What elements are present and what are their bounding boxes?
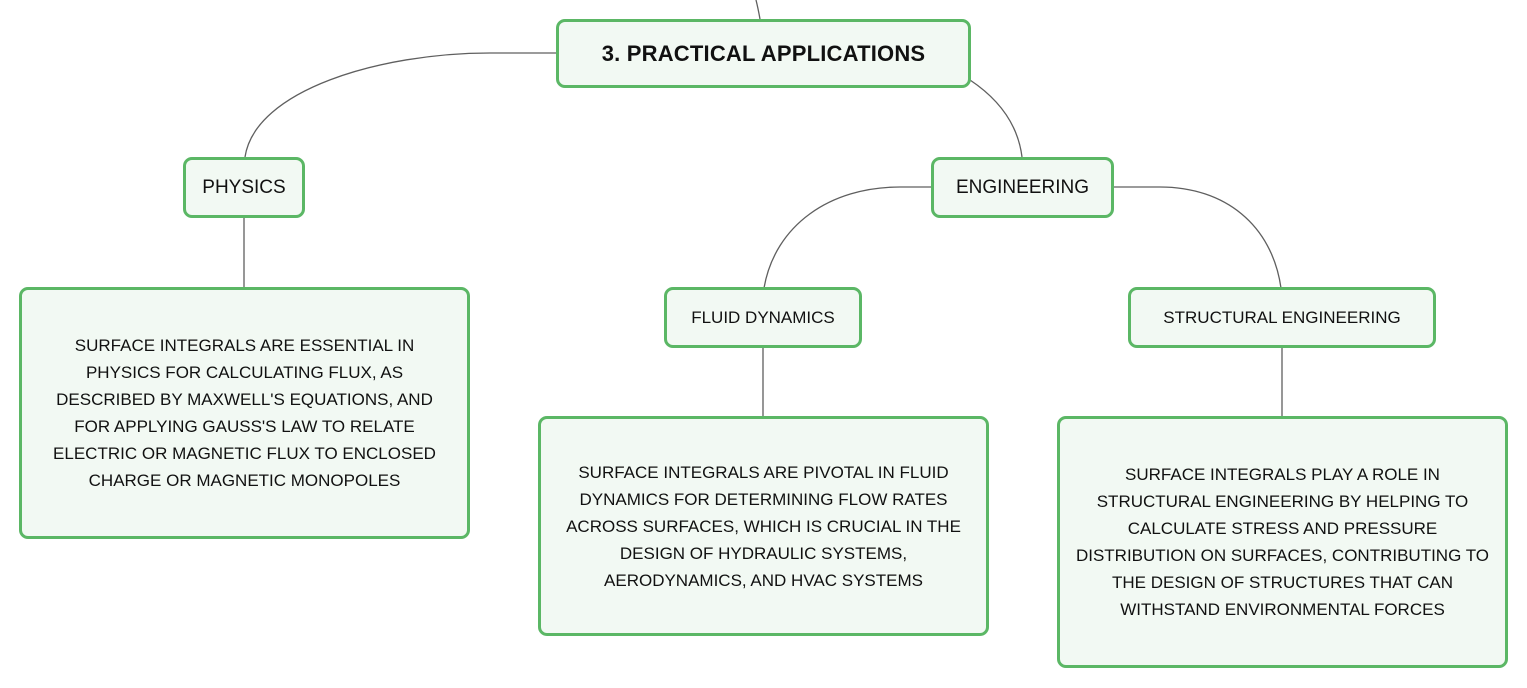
connector-parent-to-root [755, 0, 761, 20]
fluid-dynamics-detail-node[interactable]: SURFACE INTEGRALS ARE PIVOTAL IN FLUID D… [538, 416, 989, 636]
structural-engineering-node-label: STRUCTURAL ENGINEERING [1163, 307, 1401, 327]
connector-engineering-to-structural-engineering [1113, 186, 1282, 289]
fluid-dynamics-node-label: FLUID DYNAMICS [691, 307, 835, 327]
physics-node[interactable]: PHYSICS [183, 157, 305, 218]
connector-root-to-physics [244, 52, 556, 158]
connector-root-to-engineering [969, 79, 1023, 158]
physics-detail-node[interactable]: SURFACE INTEGRALS ARE ESSENTIAL IN PHYSI… [19, 287, 470, 539]
structural-engineering-detail-node[interactable]: SURFACE INTEGRALS PLAY A ROLE IN STRUCTU… [1057, 416, 1508, 668]
root-node[interactable]: 3. PRACTICAL APPLICATIONS [556, 19, 971, 88]
engineering-node-label: ENGINEERING [955, 176, 1090, 198]
connector-engineering-to-fluid-dynamics [763, 186, 932, 289]
structural-engineering-node[interactable]: STRUCTURAL ENGINEERING [1128, 287, 1436, 348]
physics-node-label: PHYSICS [202, 176, 286, 198]
structural-engineering-detail-text: SURFACE INTEGRALS PLAY A ROLE IN STRUCTU… [1075, 465, 1490, 619]
root-node-label: 3. PRACTICAL APPLICATIONS [601, 40, 926, 66]
fluid-dynamics-node[interactable]: FLUID DYNAMICS [664, 287, 862, 348]
engineering-node[interactable]: ENGINEERING [931, 157, 1114, 218]
fluid-dynamics-detail-text: SURFACE INTEGRALS ARE PIVOTAL IN FLUID D… [566, 462, 961, 590]
physics-detail-text: SURFACE INTEGRALS ARE ESSENTIAL IN PHYSI… [53, 336, 436, 490]
